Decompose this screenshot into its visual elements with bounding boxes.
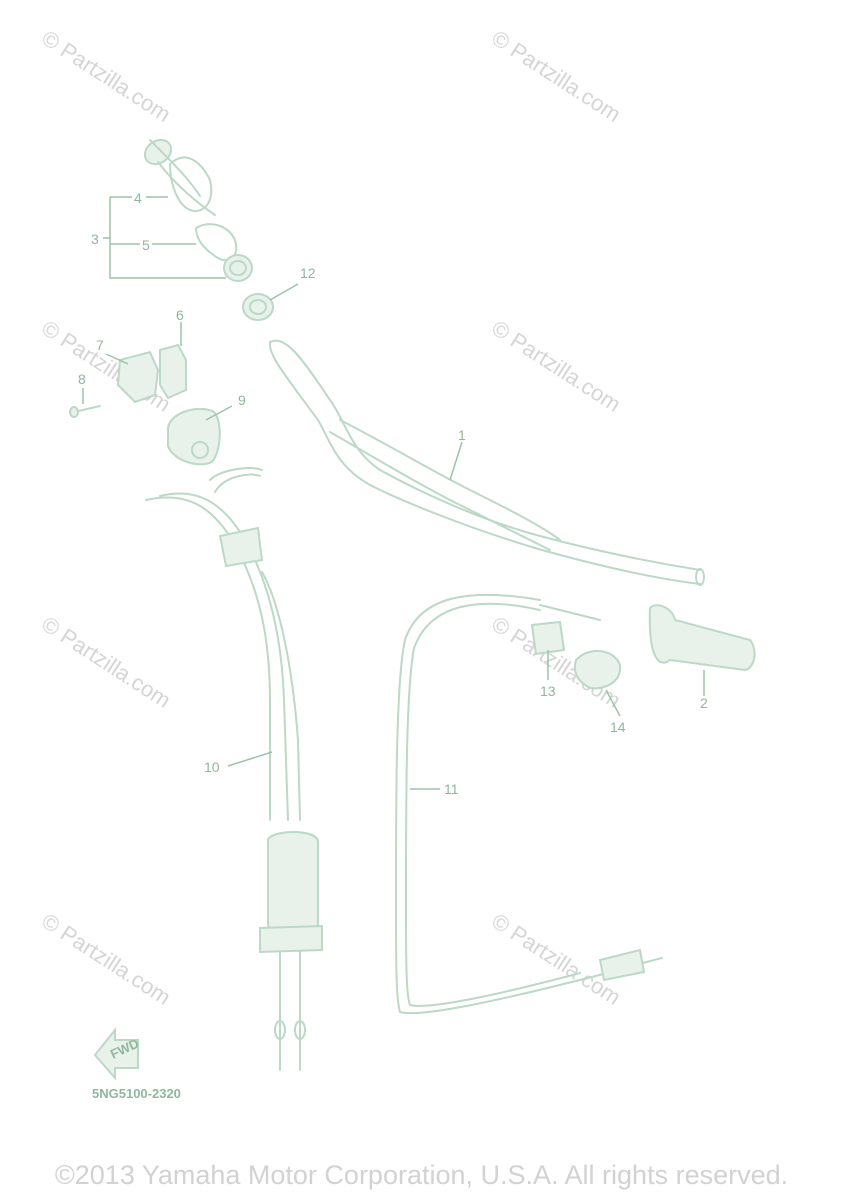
callout-14: 14 (610, 719, 626, 735)
watermark: © Partzilla.com (37, 611, 175, 713)
callout-1: 1 (458, 427, 466, 443)
callout-4: 4 (134, 190, 142, 206)
forward-arrow: FWD (93, 1027, 141, 1081)
watermark: © Partzilla.com (37, 25, 175, 127)
throttle-grip-assembly (143, 138, 253, 282)
callout-labels: 1 2 3 4 5 6 7 8 9 10 11 12 13 14 (78, 190, 708, 797)
right-grip-assembly (530, 604, 756, 690)
diagram-code: 5NG5100-2320 (92, 1086, 181, 1101)
watermarks: © Partzilla.com © Partzilla.com © Partzi… (37, 25, 625, 1010)
callout-13: 13 (540, 683, 556, 699)
leader-lines (82, 196, 705, 790)
callout-9: 9 (238, 392, 246, 408)
collar (242, 293, 274, 321)
callout-8: 8 (78, 371, 86, 387)
callout-12: 12 (300, 265, 316, 281)
callout-7: 7 (96, 337, 104, 353)
callout-11: 11 (444, 781, 459, 797)
callout-6: 6 (176, 307, 184, 323)
clutch-cable (395, 593, 663, 1015)
copyright-notice: ©2013 Yamaha Motor Corporation, U.S.A. A… (54, 1160, 789, 1190)
throttle-cables (145, 467, 323, 1071)
watermark: © Partzilla.com (487, 25, 625, 127)
callout-3: 3 (91, 231, 99, 247)
callout-10: 10 (204, 759, 220, 775)
watermark: © Partzilla.com (37, 908, 175, 1010)
handlebar (268, 339, 705, 586)
switch-assembly (69, 343, 221, 466)
watermark: © Partzilla.com (487, 315, 625, 417)
callout-5: 5 (142, 237, 150, 253)
callout-2: 2 (700, 695, 708, 711)
